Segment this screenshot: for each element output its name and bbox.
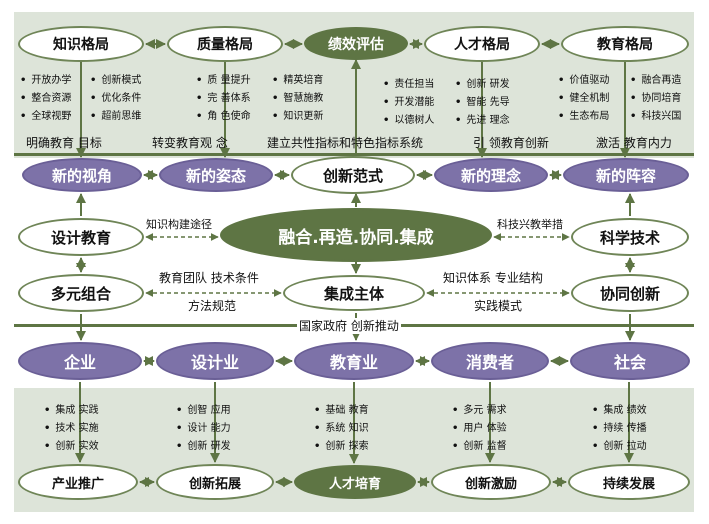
bullet-item: 智能 先导 [455,94,509,112]
bullets-top-4: 精英培育 智慧施教 知识更新 [272,72,323,126]
bullet-item: 精英培育 [272,72,323,90]
bullet-item: 设计 能力 [176,420,230,438]
bullets-bottom-3: 基础 教育 系统 知识 创新 探索 [314,402,368,456]
bullets-top-1: 开放办学 整合资源 全球视野 [20,72,71,126]
bullet-item: 创新 监督 [452,438,506,456]
bullet-item: 健全机制 [558,90,609,108]
node-innovation-paradigm: 创新范式 [291,156,415,194]
node-talent-pattern: 人才格局 [424,26,540,62]
bullets-bottom-4: 多元 需求 用户 体验 创新 监督 [452,402,506,456]
label-government-push: 国家政府 创新推动 [297,318,401,334]
label-change-concept: 转变教育观 念 [152,136,228,150]
bullet-item: 超前思维 [90,108,141,126]
bullet-item: 全球视野 [20,108,71,126]
bullet-item: 融合再造 [630,72,681,90]
node-education-pattern: 教育格局 [561,26,689,62]
bullet-item: 创新 拉动 [592,438,646,456]
node-new-lineup: 新的阵容 [563,158,689,192]
label-knowledge-path: 知识构建途径 [146,218,212,231]
bullet-item: 以德树人 [383,112,434,130]
bullet-item: 开发潜能 [383,94,434,112]
node-society: 社会 [570,342,690,380]
node-consumer: 消费者 [431,342,549,380]
bullet-item: 技术 实施 [44,420,98,438]
bullet-item: 基础 教育 [314,402,368,420]
node-performance-evaluation: 绩效评估 [304,27,408,60]
bullet-item: 创新 探索 [314,438,368,456]
node-quality-pattern: 质量格局 [167,26,283,62]
node-innovation-expansion: 创新拓展 [156,464,274,500]
bullet-item: 多元 需求 [452,402,506,420]
bullets-top-6: 创新 研发 智能 先导 先进 理念 [455,76,509,130]
bullets-bottom-5: 集成 绩效 持续 传播 创新 拉动 [592,402,646,456]
label-lead-innovation: 引 领教育创新 [473,136,549,150]
bullets-top-8: 融合再造 协同培育 科技兴国 [630,72,681,126]
label-clarify-goal: 明确教育 目标 [26,136,102,150]
node-new-posture: 新的姿态 [159,158,273,192]
bullet-item: 价值驱动 [558,72,609,90]
node-innovation-incentive: 创新激励 [431,464,551,500]
node-sustainable-development: 持续发展 [568,464,690,500]
bullet-item: 开放办学 [20,72,71,90]
bullet-item: 创新模式 [90,72,141,90]
node-knowledge-pattern: 知识格局 [18,26,144,62]
bullet-item: 先进 理念 [455,112,509,130]
bullets-top-2: 创新模式 优化条件 超前思维 [90,72,141,126]
bullet-item: 智慧施教 [272,90,323,108]
bullet-item: 协同培育 [630,90,681,108]
bullet-item: 创新 研发 [176,438,230,456]
bullet-item: 集成 实践 [44,402,98,420]
bullet-item: 完 善体系 [196,90,250,108]
bullet-item: 整合资源 [20,90,71,108]
node-new-concept: 新的理念 [434,158,548,192]
label-tech-measures: 科技兴教举措 [497,218,563,231]
label-team-conditions: 教育团队 技术条件 [159,271,259,285]
bullet-item: 角 色使命 [196,108,250,126]
node-talent-cultivation: 人才培育 [294,465,416,499]
bullet-item: 优化条件 [90,90,141,108]
bullet-item: 系统 知识 [314,420,368,438]
bullet-item: 创新 实效 [44,438,98,456]
label-knowledge-structure: 知识体系 专业结构 [443,271,543,285]
label-practice-mode: 实践模式 [474,299,523,313]
bullet-item: 科技兴国 [630,108,681,126]
node-industry-promotion: 产业推广 [18,464,138,500]
node-multi-combination: 多元组合 [18,274,144,312]
bullets-bottom-1: 集成 实践 技术 实施 创新 实效 [44,402,98,456]
node-education-industry: 教育业 [294,342,414,380]
node-core-fusion: 融合.再造.协同.集成 [220,208,492,262]
node-new-perspective: 新的视角 [22,158,142,192]
label-method-norms: 方法规范 [188,299,237,313]
bullets-bottom-2: 创智 应用 设计 能力 创新 研发 [176,402,230,456]
node-integrated-subject: 集成主体 [283,275,425,311]
label-indicator-system: 建立共性指标和特色指标系统 [267,136,424,150]
divider-top [14,153,694,156]
bullet-item: 集成 绩效 [592,402,646,420]
bullet-item: 持续 传播 [592,420,646,438]
bullet-item: 生态布局 [558,108,609,126]
bullets-top-7: 价值驱动 健全机制 生态布局 [558,72,609,126]
node-collaborative-innovation: 协同创新 [571,274,689,312]
bullet-item: 创智 应用 [176,402,230,420]
node-design-industry: 设计业 [156,342,274,380]
label-activate-force: 激活 教育内力 [596,136,672,150]
bullet-item: 质 量提升 [196,72,250,90]
bullet-item: 创新 研发 [455,76,509,94]
bullet-item: 用户 体验 [452,420,506,438]
node-design-education: 设计教育 [18,218,144,256]
bullets-top-5: 责任担当 开发潜能 以德树人 [383,76,434,130]
bullets-top-3: 质 量提升 完 善体系 角 色使命 [196,72,250,126]
bullet-item: 知识更新 [272,108,323,126]
bullet-item: 责任担当 [383,76,434,94]
node-science-technology: 科学技术 [571,218,689,256]
node-enterprise: 企业 [18,342,142,380]
